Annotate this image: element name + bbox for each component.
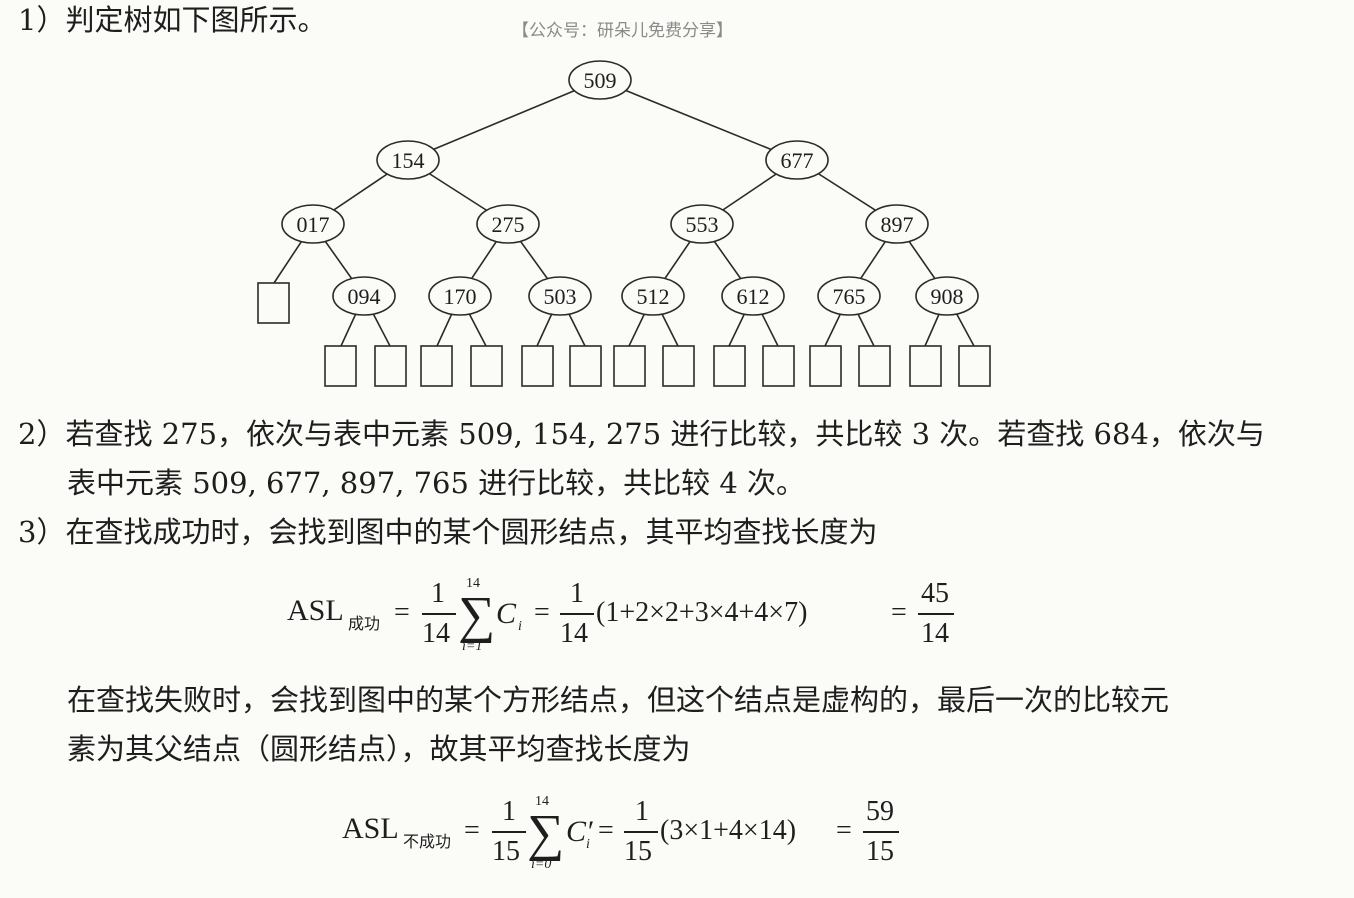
fraction-bar	[492, 831, 526, 833]
node-l3-3	[865, 204, 929, 244]
failure-node	[958, 345, 991, 387]
node-l4-3	[621, 276, 685, 316]
node-label: 765	[833, 284, 866, 309]
sum-lower-limit: i=0	[531, 857, 552, 872]
equals-sign: =	[534, 597, 550, 628]
result-numerator: 59	[866, 796, 894, 827]
failure-node	[713, 345, 746, 387]
node-label: 094	[348, 284, 381, 309]
node-l4-0	[332, 276, 396, 316]
fraction-bar	[863, 831, 899, 833]
node-label: 897	[881, 212, 914, 237]
node-label-root: 509	[584, 68, 617, 93]
node-l2-0	[376, 140, 440, 180]
node-l4-6	[915, 276, 979, 316]
failure-node	[762, 345, 795, 387]
step-1-text: 1）判定树如下图所示。	[18, 3, 327, 37]
fraction-denominator: 15	[624, 836, 652, 867]
fraction-numerator: 1	[635, 796, 649, 827]
failure-node	[858, 345, 891, 387]
fraction-bar	[422, 613, 456, 615]
sum-lower-limit: i=1	[462, 639, 483, 654]
equals-sign: =	[464, 815, 480, 846]
fraction-numerator: 1	[431, 578, 445, 609]
node-l3-2	[670, 204, 734, 244]
failure-node	[809, 345, 842, 387]
failure-node	[324, 345, 357, 387]
node-l3-1	[476, 204, 540, 244]
result-denominator: 15	[866, 836, 894, 867]
sum-upper-limit: 14	[466, 576, 480, 591]
node-l2-1	[765, 140, 829, 180]
failure-node	[662, 345, 695, 387]
sum-upper-limit: 14	[535, 794, 549, 809]
node-label: 677	[781, 148, 814, 173]
asl-subscript: 不成功	[403, 834, 452, 851]
step-2-line-1: 2）若查找 275，依次与表中元素 509, 154, 275 进行比较，共比较…	[18, 417, 1265, 451]
equals-sign: =	[891, 597, 907, 628]
term-subscript: i	[518, 619, 522, 634]
tree-node-labels: 509 154 677 017 275 553 897 094 170 503 …	[297, 68, 964, 309]
node-label: 612	[737, 284, 770, 309]
node-l4-5	[817, 276, 881, 316]
failure-node	[521, 345, 554, 387]
tree-failure-nodes	[257, 282, 991, 387]
fraction-bar	[918, 613, 954, 615]
node-l4-1	[428, 276, 492, 316]
asl-subscript: 成功	[348, 616, 381, 633]
result-numerator: 45	[921, 578, 949, 609]
asl-label: ASL	[287, 594, 344, 627]
equals-sign: =	[598, 815, 614, 846]
node-label: 503	[544, 284, 577, 309]
failure-text-line-2: 素为其父结点（圆形结点），故其平均查找长度为	[67, 732, 691, 766]
equals-sign: =	[394, 597, 410, 628]
failure-node	[569, 345, 602, 387]
failure-text-line-1: 在查找失败时，会找到图中的某个方形结点，但这个结点是虚构的，最后一次的比较元	[67, 683, 1170, 717]
fraction-denominator: 14	[560, 618, 588, 649]
fraction-denominator: 15	[492, 836, 520, 867]
node-root	[568, 60, 632, 100]
tree-nodes	[281, 60, 979, 316]
node-label: 512	[637, 284, 670, 309]
node-label: 017	[297, 212, 330, 237]
node-l4-4	[721, 276, 785, 316]
equals-sign: =	[836, 815, 852, 846]
step-3-line-1: 3）在查找成功时，会找到图中的某个圆形结点，其平均查找长度为	[18, 515, 878, 549]
fraction-bar	[624, 831, 658, 833]
term-c-prime: C′	[566, 815, 593, 848]
failure-node	[613, 345, 646, 387]
fraction-bar	[560, 613, 594, 615]
failure-node	[374, 345, 407, 387]
fraction-numerator: 1	[502, 796, 516, 827]
asl-label: ASL	[342, 812, 399, 845]
expression: (3×1+4×14)	[660, 815, 797, 846]
node-l3-0	[281, 204, 345, 244]
summation-sign: ∑	[527, 805, 565, 862]
fraction-numerator: 1	[570, 578, 584, 609]
summation-sign: ∑	[458, 587, 496, 644]
node-label: 170	[444, 284, 477, 309]
node-l4-2	[528, 276, 592, 316]
failure-node	[470, 345, 503, 387]
node-label: 553	[686, 212, 719, 237]
node-label: 275	[492, 212, 525, 237]
failure-node	[420, 345, 453, 387]
result-denominator: 14	[921, 618, 949, 649]
watermark-text: 【公众号：研朵儿免费分享】	[512, 21, 733, 41]
decision-tree-diagram: 509 154 677 017 275 553 897 094 170 503 …	[257, 60, 991, 387]
expression: (1+2×2+3×4+4×7)	[596, 597, 808, 628]
term-subscript: i	[586, 837, 590, 852]
node-label: 154	[392, 148, 425, 173]
failure-node	[257, 282, 290, 324]
term-c: C	[496, 597, 517, 630]
failure-node	[909, 345, 942, 387]
fraction-denominator: 14	[422, 618, 450, 649]
node-label: 908	[931, 284, 964, 309]
step-2-line-2: 表中元素 509, 677, 897, 765 进行比较，共比较 4 次。	[67, 466, 806, 500]
